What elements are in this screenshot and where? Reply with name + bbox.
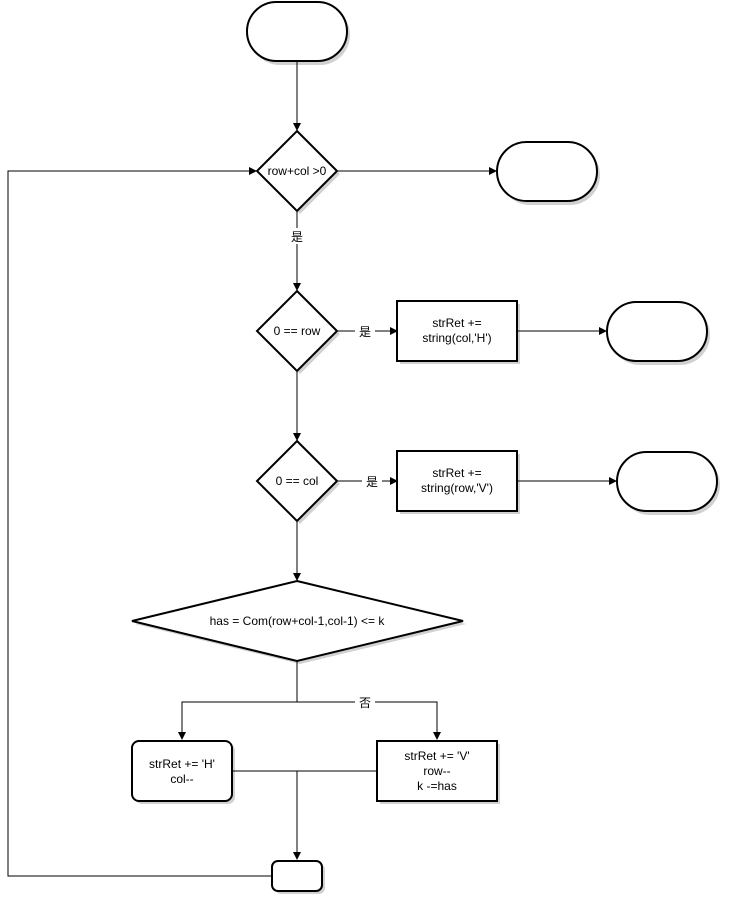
decision-loop-condition: row+col >0 bbox=[255, 129, 340, 214]
decision-combination: has = Com(row+col-1,col-1) <= k bbox=[131, 579, 466, 664]
process-append-v: strRet += 'V' row-- k -=has bbox=[376, 740, 500, 804]
process-append-row-v: strRet += string(row,'V') bbox=[396, 450, 520, 514]
end-terminator-col bbox=[616, 451, 720, 515]
decision-row-zero-label: 0 == row bbox=[274, 324, 321, 338]
edge-label-com-no: 否 bbox=[359, 696, 371, 710]
edge-com-yes bbox=[178, 661, 298, 740]
end-terminator-loop bbox=[496, 141, 600, 205]
edge-label-bg-com-no bbox=[355, 694, 375, 710]
process-append-h: strRet += 'H' col-- bbox=[131, 740, 235, 804]
decision-row-zero: 0 == row bbox=[255, 289, 340, 374]
edge-label-col-yes: 是 bbox=[366, 475, 378, 489]
process-append-h-line2: col-- bbox=[170, 772, 193, 786]
edge-label-loop-yes: 是 bbox=[291, 230, 303, 244]
edge-label-row-yes: 是 bbox=[359, 325, 371, 339]
process-append-v-line3: k -=has bbox=[417, 779, 457, 793]
start-terminator bbox=[246, 1, 350, 65]
end-terminator-row bbox=[606, 301, 710, 365]
edges bbox=[7, 61, 617, 877]
process-append-col-h-line2: string(col,'H') bbox=[422, 331, 491, 345]
edge-loop-back bbox=[7, 167, 272, 877]
process-append-v-line1: strRet += 'V' bbox=[404, 749, 469, 763]
decision-col-zero-label: 0 == col bbox=[276, 474, 319, 488]
decision-col-zero: 0 == col bbox=[255, 439, 340, 524]
process-append-h-line1: strRet += 'H' bbox=[149, 757, 215, 771]
edge-label-bg-row-yes bbox=[355, 323, 375, 339]
nodes: row+col >0 0 == row strRet += string(col… bbox=[131, 1, 720, 894]
edge-com-no bbox=[297, 701, 441, 740]
process-append-col-h: strRet += string(col,'H') bbox=[396, 300, 520, 364]
edge-labels: 是 是 是 否 bbox=[287, 228, 382, 710]
edge-label-bg-loop-yes bbox=[287, 228, 307, 244]
decision-combination-label: has = Com(row+col-1,col-1) <= k bbox=[210, 614, 386, 628]
loop-back-connector bbox=[271, 860, 325, 894]
process-append-col-h-line1: strRet += bbox=[432, 316, 481, 330]
process-append-row-v-line2: string(row,'V') bbox=[421, 481, 493, 495]
edge-label-bg-col-yes bbox=[362, 473, 382, 489]
process-append-v-line2: row-- bbox=[423, 764, 450, 778]
decision-loop-label: row+col >0 bbox=[268, 164, 327, 178]
process-append-row-v-line1: strRet += bbox=[432, 466, 481, 480]
